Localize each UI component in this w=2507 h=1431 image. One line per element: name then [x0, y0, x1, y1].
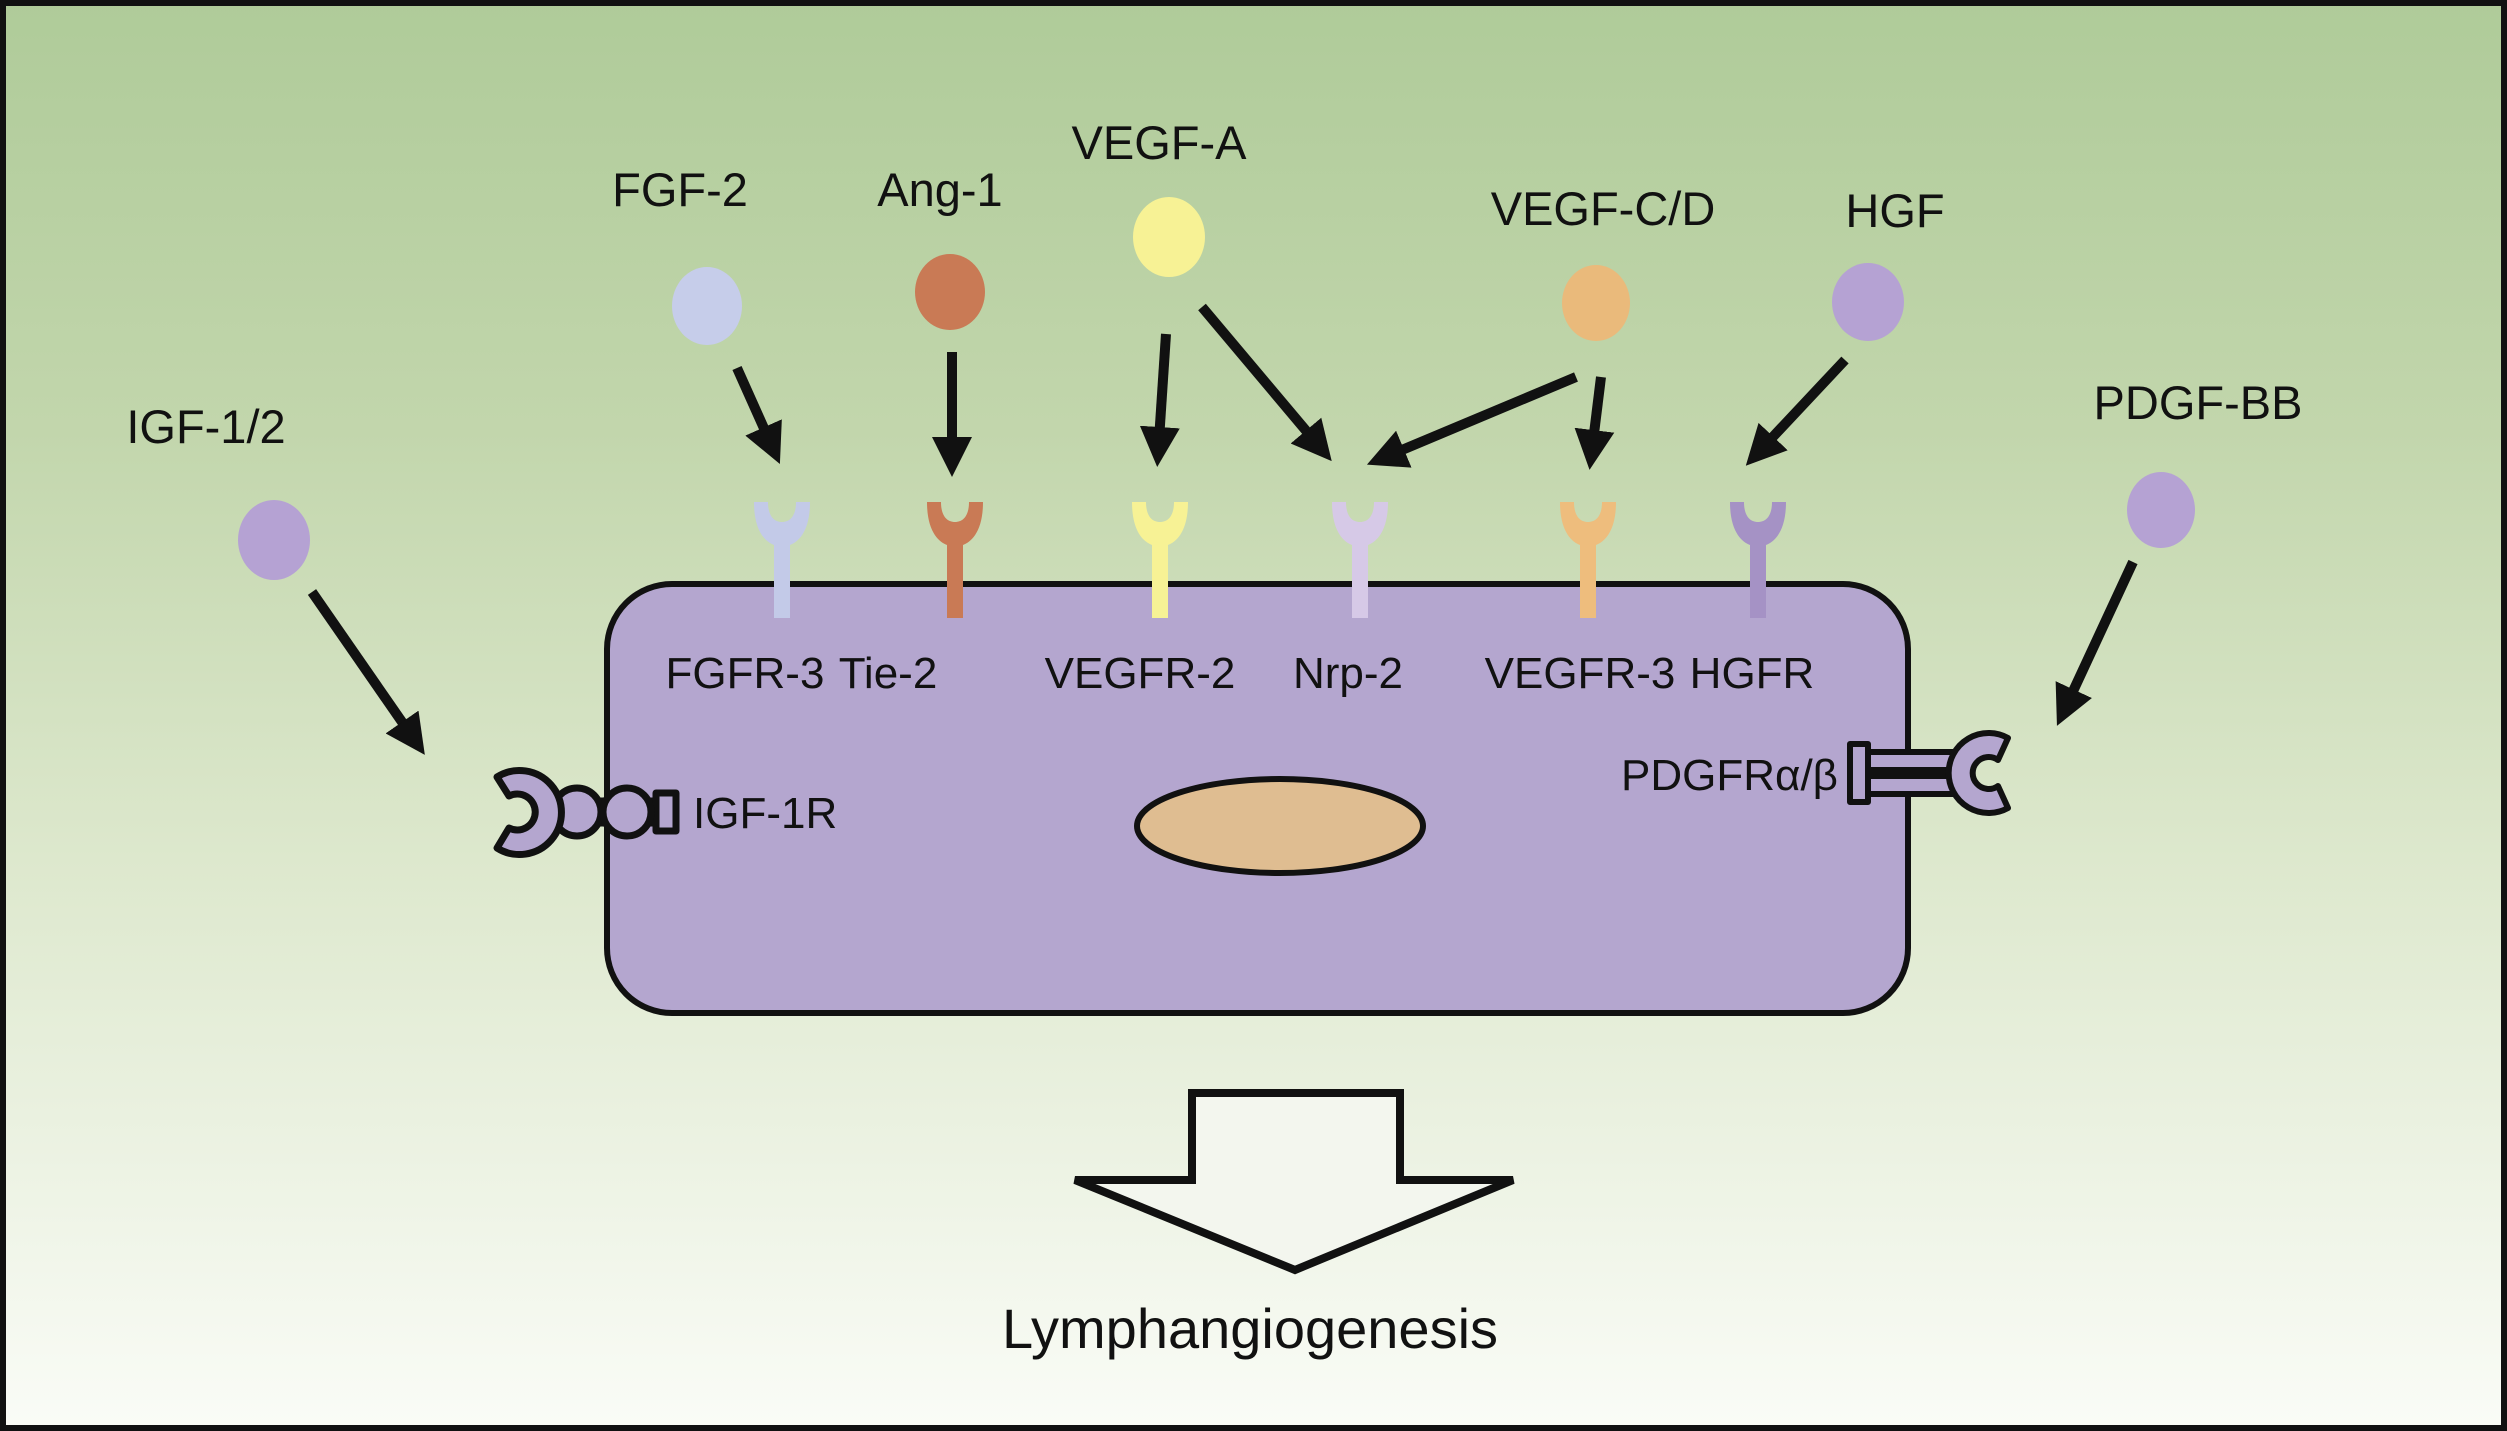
ligand-ang1-label: Ang-1	[877, 163, 1002, 216]
outcome-block-arrow	[1073, 1089, 1515, 1275]
signal-arrows	[307, 303, 2138, 755]
ligand-pdgfbb-label: PDGF-BB	[2094, 376, 2303, 429]
ligand-ang1-oval	[915, 254, 985, 330]
receptor-igf1r-endcap	[652, 789, 680, 835]
receptor-igf1r-bead-2	[599, 784, 655, 840]
arrow-hgf-to-hgfr	[1745, 356, 1849, 466]
arrow-vegfcd-to-nrp2	[1366, 372, 1578, 468]
receptor-tie2-label: Tie-2	[839, 649, 938, 698]
ligand-igf12-oval	[238, 500, 310, 580]
receptor-pdgfr-endcap	[1847, 741, 1871, 805]
receptor-hgfr-label: HGFR	[1690, 649, 1815, 698]
ligand-igf12-label: IGF-1/2	[126, 400, 285, 453]
arrow-pdgfbb-to-pdgfr	[2055, 559, 2138, 726]
ligand-fgf2-label: FGF-2	[612, 163, 748, 216]
ligand-hgf-label: HGF	[1845, 184, 1944, 237]
receptor-igf1r-label: IGF-1R	[693, 789, 837, 838]
arrow-igf12-to-igf1r	[307, 589, 425, 755]
receptor-pdgfr	[1847, 730, 2011, 816]
receptor-vegfr3-label: VEGFR-3	[1485, 649, 1676, 698]
ligand-vegfcd-label: VEGF-C/D	[1491, 182, 1716, 235]
receptor-vegfr2-label: VEGFR-2	[1045, 649, 1236, 698]
ligand-pdgfbb-oval	[2127, 472, 2195, 548]
arrow-vegfcd-to-vegfr3	[1574, 376, 1615, 470]
arrow-vegfa-to-vegfr2	[1139, 333, 1180, 467]
receptor-nrp2-label: Nrp-2	[1293, 649, 1403, 698]
ligand-fgf2-oval	[672, 267, 742, 345]
receptor-igf1r	[493, 767, 680, 858]
receptor-fgfr3-label: FGFR-3	[666, 649, 825, 698]
ligand-hgf-oval	[1832, 263, 1904, 341]
arrow-vegfa-to-nrp2	[1198, 303, 1332, 462]
ligand-vegfa-label: VEGF-A	[1072, 116, 1248, 169]
receptor-pdgfr-claw	[1945, 730, 2011, 816]
ligand-vegfa-oval	[1133, 197, 1205, 277]
outcome-label: Lymphangiogenesis	[1002, 1297, 1498, 1360]
cell-nucleus	[1134, 776, 1426, 876]
receptor-pdgfr-label: PDGFRα/β	[1621, 751, 1838, 800]
receptor-igf1r-claw	[493, 767, 565, 858]
ligand-vegfcd-oval	[1562, 265, 1630, 341]
arrow-fgf2-to-fgfr3	[732, 365, 782, 464]
